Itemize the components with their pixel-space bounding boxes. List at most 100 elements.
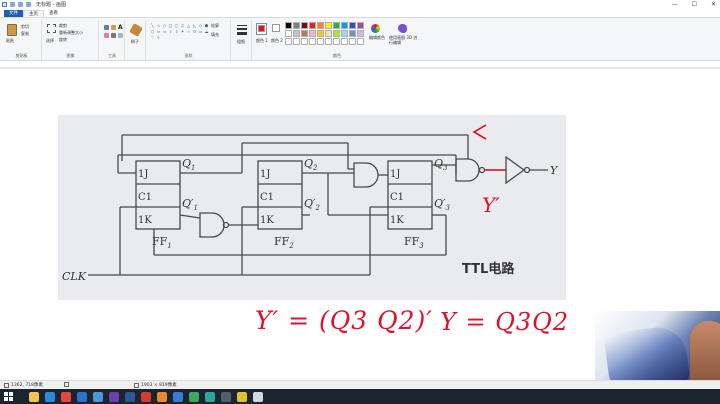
palette-swatch[interactable]: [285, 30, 292, 37]
edit-colors-icon[interactable]: [371, 24, 380, 33]
palette-swatch[interactable]: [325, 38, 332, 45]
palette-swatch[interactable]: [301, 38, 308, 45]
crop-button[interactable]: 裁剪: [59, 23, 67, 28]
taskbar-app-blue-icon[interactable]: [173, 391, 183, 402]
palette-swatch[interactable]: [341, 22, 348, 29]
palette-swatch[interactable]: [317, 30, 324, 37]
taskbar-file-explorer-icon[interactable]: [29, 391, 39, 402]
shape-arrow-right-icon[interactable]: ⇨: [156, 29, 161, 34]
taskbar-store-icon[interactable]: [77, 391, 87, 402]
shape-rounded-rect-icon[interactable]: ▢: [174, 23, 179, 28]
palette-swatch[interactable]: [317, 38, 324, 45]
palette-swatch[interactable]: [333, 38, 340, 45]
shape-polygon-icon[interactable]: ⬠: [180, 23, 185, 28]
shape-cloud-icon[interactable]: ☁: [204, 29, 209, 34]
taskbar-app-green-icon[interactable]: [189, 391, 199, 402]
fill-button[interactable]: 填充: [211, 32, 219, 37]
palette-swatch[interactable]: [357, 30, 364, 37]
magnifier-icon[interactable]: [118, 33, 123, 38]
maximize-button[interactable]: ☐: [691, 1, 697, 8]
palette-swatch[interactable]: [309, 30, 316, 37]
shape-arrow-down-icon[interactable]: ⇩: [174, 29, 179, 34]
shape-oval-icon[interactable]: ○: [162, 23, 167, 28]
eraser-icon[interactable]: [104, 33, 109, 38]
taskbar-app-teal-icon[interactable]: [205, 391, 215, 402]
resize-button[interactable]: 重新调整大小: [59, 30, 83, 35]
shape-arrow-left-icon[interactable]: ⇦: [162, 29, 167, 34]
shapes-gallery[interactable]: ╲ ∿ ○ □ ▢ ⬠ △ ◺ ◇ ⬟ ⬡ ⇨ ⇦ ⇧ ⇩ ✦ ☆ ✡ ▭ ☁ …: [150, 23, 209, 40]
shape-arrow-up-icon[interactable]: ⇧: [168, 29, 173, 34]
search-icon[interactable]: [19, 392, 23, 401]
shape-pentagon-icon[interactable]: ⬟: [204, 23, 209, 28]
shape-line-icon[interactable]: ╲: [151, 23, 154, 28]
shape-curve-icon[interactable]: ∿: [156, 23, 161, 28]
palette-swatch[interactable]: [293, 38, 300, 45]
start-button[interactable]: [4, 392, 13, 401]
copy-button[interactable]: 复制: [21, 31, 29, 36]
shape-triangle-icon[interactable]: △: [186, 23, 191, 28]
minimize-button[interactable]: —: [671, 1, 678, 8]
color2-button[interactable]: [272, 24, 280, 32]
fill-icon[interactable]: [111, 25, 116, 30]
redo-icon[interactable]: [26, 2, 31, 7]
paste-button[interactable]: 粘贴: [6, 38, 14, 43]
tab-view[interactable]: 查看: [49, 11, 58, 16]
shape-callout-icon[interactable]: ▭: [198, 29, 203, 34]
palette-swatch[interactable]: [293, 30, 300, 37]
undo-icon[interactable]: [18, 2, 23, 7]
taskbar-app-dark-icon[interactable]: [221, 391, 231, 402]
shape-heart-icon[interactable]: ♡: [150, 35, 155, 40]
paint3d-icon[interactable]: [398, 24, 407, 33]
pencil-icon[interactable]: [104, 25, 109, 30]
select-button[interactable]: 选择: [46, 38, 54, 43]
edit-colors-button[interactable]: 编辑颜色: [369, 35, 385, 40]
close-button[interactable]: ✕: [710, 1, 716, 8]
palette-swatch[interactable]: [285, 38, 292, 45]
tab-home[interactable]: 主页: [23, 10, 44, 17]
taskbar-word-icon[interactable]: [125, 391, 135, 402]
taskbar-media-icon[interactable]: [109, 391, 119, 402]
palette-swatch[interactable]: [285, 22, 292, 29]
palette-swatch[interactable]: [333, 30, 340, 37]
brush-icon[interactable]: [129, 23, 143, 37]
paint3d-button[interactable]: 使用画图 3D 进行编辑: [389, 35, 418, 45]
paste-icon[interactable]: [7, 24, 17, 36]
save-icon[interactable]: [10, 2, 15, 7]
shape-star5-icon[interactable]: ☆: [186, 29, 191, 34]
taskbar-app-red-icon[interactable]: [141, 391, 151, 402]
tab-file[interactable]: 文件: [4, 10, 23, 17]
taskbar-paint-icon[interactable]: [253, 391, 263, 402]
palette-swatch[interactable]: [325, 22, 332, 29]
shape-rectangle-icon[interactable]: □: [168, 23, 173, 28]
palette-swatch[interactable]: [301, 30, 308, 37]
text-icon[interactable]: A: [118, 24, 123, 31]
taskbar-edge-icon[interactable]: [45, 391, 55, 402]
cut-button[interactable]: 剪切: [21, 24, 29, 29]
palette-swatch[interactable]: [357, 38, 364, 45]
outline-button[interactable]: 轮廓: [211, 23, 219, 28]
taskbar-chrome-icon[interactable]: [61, 391, 71, 402]
palette-swatch[interactable]: [301, 22, 308, 29]
palette-swatch[interactable]: [317, 22, 324, 29]
palette-swatch[interactable]: [349, 30, 356, 37]
size-button[interactable]: 粗细: [237, 39, 245, 44]
taskbar-mail-icon[interactable]: [93, 391, 103, 402]
shape-star6-icon[interactable]: ✡: [192, 29, 197, 34]
palette-swatch[interactable]: [325, 30, 332, 37]
palette-swatch[interactable]: [357, 22, 364, 29]
shape-lightning-icon[interactable]: ϟ: [157, 35, 160, 40]
shape-star4-icon[interactable]: ✦: [180, 29, 185, 34]
palette-swatch[interactable]: [341, 38, 348, 45]
palette-swatch[interactable]: [293, 22, 300, 29]
select-icon[interactable]: [47, 24, 56, 33]
shape-hexagon-icon[interactable]: ⬡: [150, 29, 155, 34]
brushes-button[interactable]: 刷子: [131, 39, 139, 44]
palette-swatch[interactable]: [309, 38, 316, 45]
line-size-icon[interactable]: [237, 25, 247, 35]
color-picker-icon[interactable]: [111, 33, 116, 38]
rotate-button[interactable]: 旋转: [59, 37, 67, 42]
color1-button[interactable]: [256, 23, 267, 35]
palette-swatch[interactable]: [333, 22, 340, 29]
taskbar-app-orange-icon[interactable]: [157, 391, 167, 402]
shape-diamond-icon[interactable]: ◇: [198, 23, 203, 28]
